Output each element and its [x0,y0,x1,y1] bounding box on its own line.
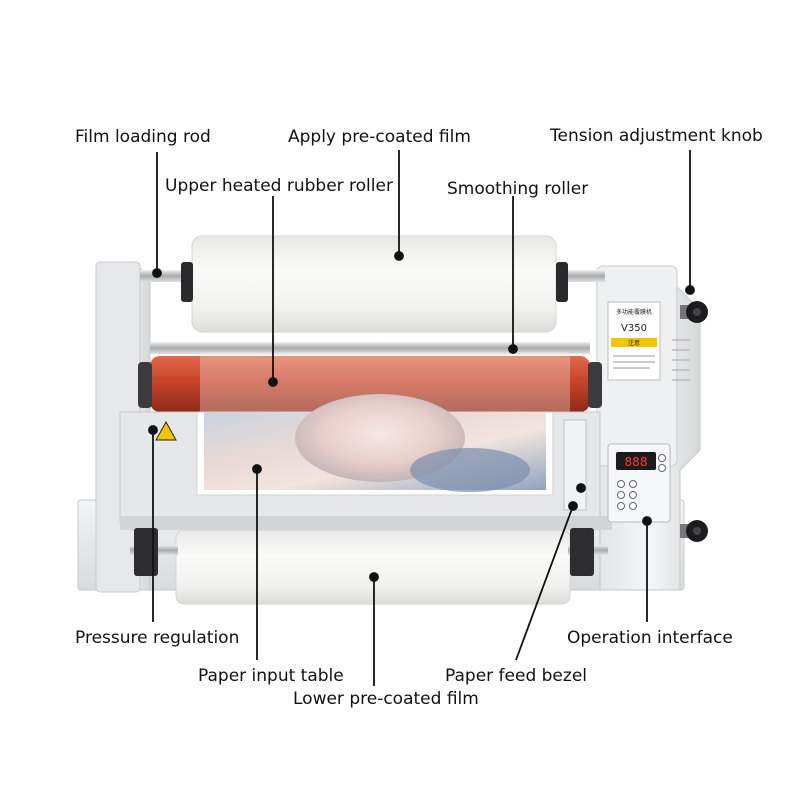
vent-slots [672,339,690,381]
panel-warning: 注意 [628,339,640,347]
panel-fineprint [613,355,655,369]
label-upper-heated-rubber-roller: Upper heated rubber roller [165,176,393,196]
temperature-display [616,452,656,470]
heated-rubber-roller [150,356,590,412]
smoothing-roller-bar [150,342,590,354]
panel-model: V350 [621,323,647,334]
upper-film-roll [191,235,557,333]
label-paper-input-table: Paper input table [198,666,344,686]
front-edge-strip [120,516,612,530]
panel-warning-band [611,338,657,347]
display-readout: 888 [625,455,648,469]
label-tension-adjustment-knob: Tension adjustment knob [550,126,763,146]
label-paper-feed-bezel: Paper feed bezel [445,666,588,686]
label-pressure-regulation: Pressure regulation [75,628,240,648]
label-film-loading-rod: Film loading rod [75,127,211,147]
upper-roll-right-collar [556,262,568,302]
label-lower-pre-coated-film: Lower pre-coated film [293,689,479,709]
upper-roll-left-collar [181,262,193,302]
roller-left-end [138,362,152,408]
label-operation-interface: Operation interface [567,628,733,648]
minus-button-icon[interactable] [658,464,666,472]
tension-knob-lower-icon [680,520,708,542]
paper-feed-bezel-strip [563,419,587,511]
control-buttons[interactable] [617,480,637,510]
warning-sticker-icon [155,420,177,441]
leader-lines [148,150,695,686]
panel-title: 多功能覆膜机 [616,308,652,316]
lower-film-roll [175,529,571,605]
tension-knob-upper-icon [680,301,708,323]
roller-right-end [588,362,602,408]
pressure-regulation-block-left [134,528,158,576]
plus-button-icon[interactable] [658,454,666,462]
pressure-regulation-block-right [570,528,594,576]
label-smoothing-roller: Smoothing roller [447,179,589,199]
label-apply-pre-coated-film: Apply pre-coated film [288,127,471,147]
